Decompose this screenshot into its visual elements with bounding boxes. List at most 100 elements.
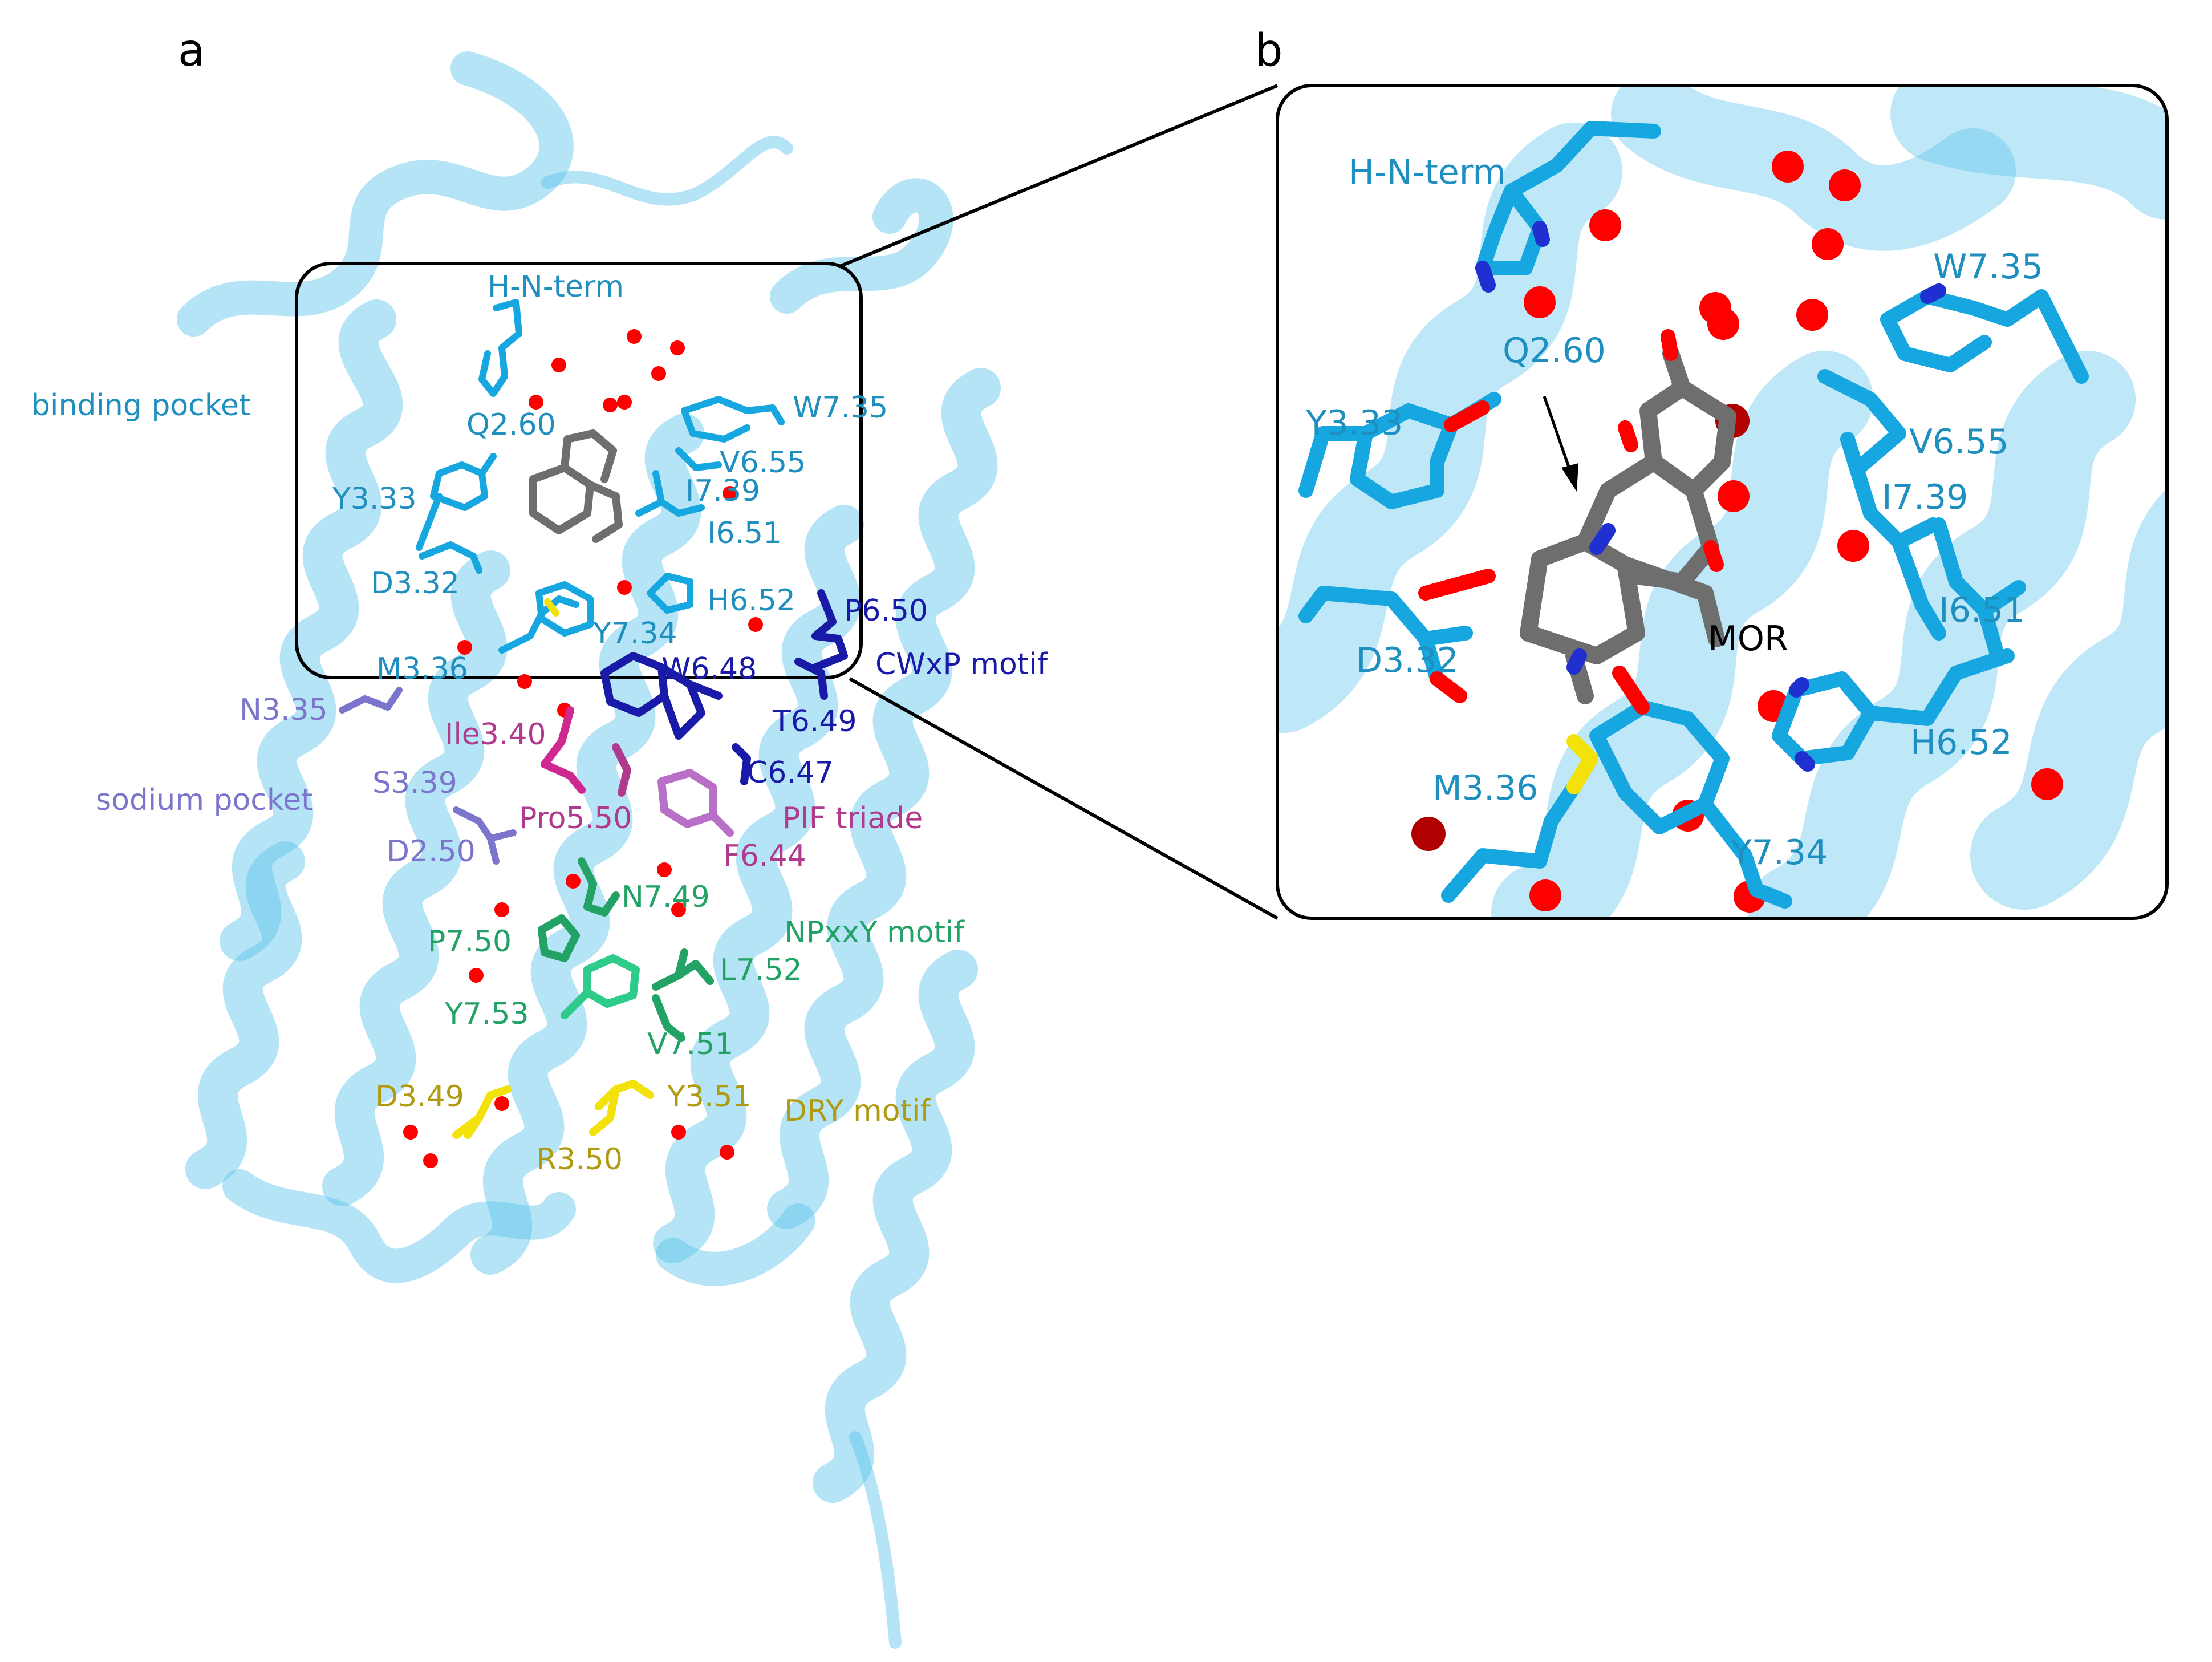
label-h-n-term: H-N-term (488, 270, 624, 304)
water (617, 395, 632, 410)
zoom-h6-52-n (1789, 677, 1815, 772)
zoom-label-q2-60: Q2.60 (1503, 331, 1606, 371)
zoom-label-v6-55: V6.55 (1909, 422, 2009, 462)
water (671, 902, 686, 917)
label-p6-50: P6.50 (844, 594, 928, 628)
panel-a-labels: binding pocket sodium pocket CWxP motif … (31, 270, 1049, 1177)
zoom-y7-34-o (1612, 666, 1650, 715)
panel-a: a (31, 25, 1049, 1649)
label-w7-35: W7.35 (793, 391, 888, 425)
h-n-term-sticks (478, 299, 522, 397)
residue-sticks-b (1298, 121, 2089, 909)
label-m3-36: M3.36 (376, 652, 468, 686)
panel-b: b (1255, 25, 2169, 920)
zoom-h-n-term-n (1475, 221, 1550, 293)
zoom-m3-36-s (1566, 734, 1598, 794)
water (517, 674, 532, 689)
water (469, 968, 484, 983)
zoom-helix-2 (1491, 351, 1873, 918)
ile3-40-sticks (541, 706, 586, 794)
zoom-y7-34 (1589, 700, 1792, 909)
water (627, 329, 642, 344)
label-i6-51: I6.51 (707, 516, 782, 550)
water (1718, 480, 1750, 512)
l7-52-sticks (652, 948, 714, 991)
connector-bottom (849, 677, 1279, 920)
arrow-shaft (1543, 396, 1573, 474)
connector-top (837, 84, 1279, 269)
zoom-label-y7-34: Y7.34 (1730, 833, 1828, 873)
panel-b-frame (1276, 84, 2169, 920)
c6-47-sticks (732, 743, 751, 785)
label-y3-33: Y3.33 (332, 482, 417, 516)
water (720, 1145, 734, 1160)
helix-bottom-left (222, 1169, 576, 1283)
zoom-connectors (837, 84, 1279, 920)
water (651, 366, 666, 381)
water (1411, 817, 1446, 851)
zoom-label-d3-32: D3.32 (1356, 641, 1459, 680)
water (2031, 768, 2063, 800)
zoom-label-i7-39: I7.39 (1882, 477, 1968, 517)
zoom-label-m3-36: M3.36 (1432, 768, 1538, 808)
label-d2-50: D2.50 (387, 834, 476, 869)
water (1837, 530, 1869, 562)
label-pif-triade: PIF triade (782, 801, 923, 836)
label-h6-52: H6.52 (707, 583, 795, 618)
zoom-v6-55 (1817, 369, 1906, 475)
label-y7-34: Y7.34 (592, 617, 677, 651)
zoom-ligand-mor (1520, 345, 1736, 704)
label-i7-39: I7.39 (685, 474, 760, 508)
label-binding-pocket: binding pocket (31, 388, 250, 423)
zoom-ligand-o (1618, 329, 1724, 572)
label-n3-35: N3.35 (240, 693, 328, 727)
water (529, 395, 543, 410)
panel-a-letter: a (178, 25, 205, 76)
d3-49-sticks (452, 1085, 512, 1139)
t6-49-sticks (794, 658, 828, 700)
label-ile3-40: Ile3.40 (445, 718, 546, 752)
zoom-helix-6 (1890, 86, 2167, 220)
zoom-i7-39 (1840, 432, 1946, 641)
label-t6-49: T6.49 (772, 704, 857, 739)
helix-tm5 (653, 505, 864, 1263)
helix-tm3 (470, 414, 704, 1275)
label-y7-53: Y7.53 (444, 997, 529, 1031)
label-d3-32: D3.32 (371, 566, 460, 601)
helix-tm6 (767, 368, 1001, 1229)
zoom-label-w7-35: W7.35 (1933, 247, 2043, 287)
label-v6-55: V6.55 (720, 445, 806, 480)
p7-50-ring (538, 914, 580, 962)
zoom-helix-4 (1970, 459, 2167, 910)
q2-60-arrow (1543, 396, 1578, 492)
r3-50-y3-51-sticks (589, 1080, 654, 1136)
water (603, 398, 618, 412)
arrow-head (1561, 463, 1578, 492)
helix-tm1 (220, 299, 403, 961)
water (748, 617, 763, 632)
water (1589, 209, 1621, 241)
v7-51-sticks (652, 994, 685, 1042)
water (457, 640, 472, 655)
label-w6-48: W6.48 (661, 652, 757, 686)
loop-top (541, 136, 793, 206)
panel-b-labels: H-N-term W7.35 Q2.60 Y3.33 V6.55 I7.39 I… (1305, 152, 2043, 873)
label-s3-39: S3.39 (372, 766, 457, 800)
v6-55-sticks (675, 447, 722, 471)
water (671, 1125, 686, 1140)
w6-48-indole (600, 652, 723, 740)
f6-44-ring (657, 769, 734, 837)
helix-top-right (770, 178, 953, 314)
water (1812, 228, 1844, 260)
n3-35-sticks (339, 687, 403, 714)
water (494, 1096, 509, 1111)
panel-b-view: H-N-term W7.35 Q2.60 Y3.33 V6.55 I7.39 I… (1277, 86, 2167, 918)
label-r3-50: R3.50 (536, 1142, 623, 1177)
water (617, 580, 632, 595)
protein-helices (177, 51, 1001, 1649)
water (657, 862, 672, 877)
label-y3-51: Y3.51 (667, 1080, 752, 1114)
water-molecules-b (1411, 151, 2063, 913)
